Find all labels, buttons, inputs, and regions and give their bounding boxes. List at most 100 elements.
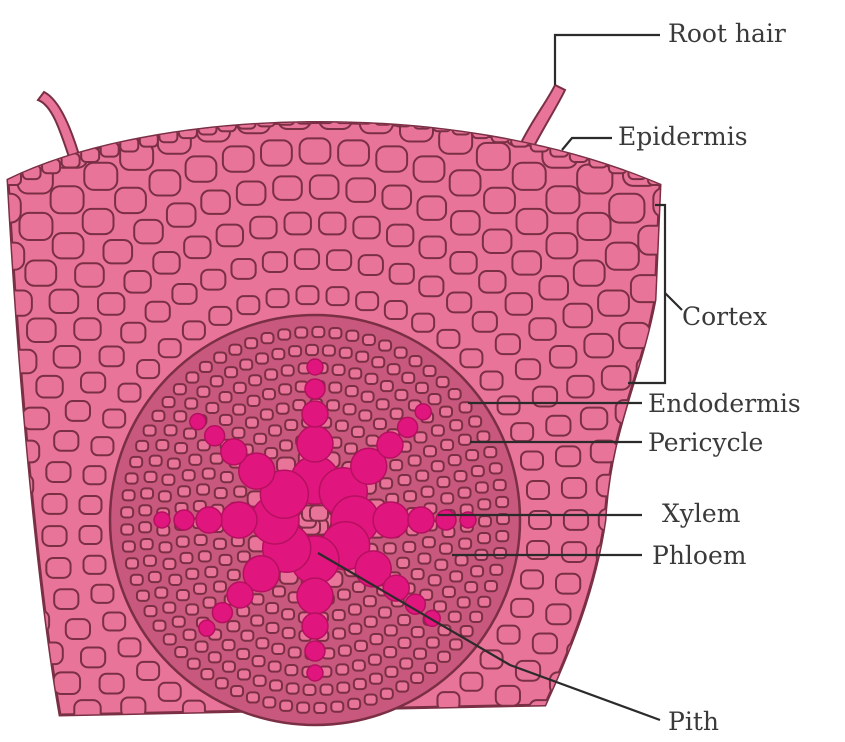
stele-cell	[241, 631, 253, 641]
stele-cell	[184, 630, 196, 640]
cortex-cell	[5, 509, 31, 531]
stele-cell	[178, 486, 190, 496]
stele-cell	[159, 491, 171, 501]
stele-cell	[365, 617, 377, 627]
cortex-cell	[506, 725, 532, 742]
stele-cell	[380, 478, 392, 488]
stele-cell	[490, 565, 502, 575]
stele-cell	[440, 543, 452, 553]
cortex-cell	[664, 261, 699, 290]
cortex-cell	[671, 154, 706, 183]
stele-cell	[359, 410, 371, 420]
stele-cell	[353, 660, 365, 670]
cortex-cell	[201, 270, 225, 290]
cortex-cell	[653, 310, 686, 337]
stele-cell	[261, 409, 273, 419]
cortex-cell	[119, 25, 154, 54]
cortex-cell	[567, 376, 593, 398]
cortex-cell	[327, 287, 349, 305]
cortex-cell	[602, 366, 631, 389]
stele-cell	[414, 649, 426, 659]
cortex-cell	[527, 481, 549, 499]
xylem-vessel	[196, 507, 222, 533]
stele-cell	[327, 400, 339, 410]
cortex-cell	[376, 146, 407, 171]
cortex-cell	[0, 383, 21, 406]
stele-cell	[478, 533, 490, 543]
xylem-vessel	[307, 665, 323, 681]
cortex-cell	[620, 61, 655, 90]
stele-cell	[272, 644, 284, 654]
cortex-cell	[54, 346, 80, 368]
stele-cell	[490, 463, 502, 473]
cortex-cell	[66, 619, 90, 639]
stele-cell	[344, 404, 356, 414]
cortex-cell	[412, 708, 434, 726]
cortex-cell	[330, 0, 365, 22]
stele-cell	[234, 487, 246, 497]
stele-cell	[349, 624, 361, 634]
cortex-cell	[84, 556, 106, 574]
cortex-cell	[54, 589, 78, 609]
stele-cell	[263, 389, 275, 399]
stele-cell	[377, 399, 389, 409]
cortex-cell	[179, 43, 214, 72]
cortex-cell	[42, 494, 66, 514]
cortex-cell	[100, 674, 124, 694]
cortex-cell	[598, 290, 629, 315]
cortex-cell	[146, 302, 170, 322]
cortex-cell	[450, 170, 481, 195]
cortex-cell	[121, 323, 145, 343]
stele-cell	[494, 480, 506, 490]
cortex-cell	[394, 39, 429, 68]
stele-cell	[220, 555, 232, 565]
stele-cell	[287, 683, 299, 693]
stele-cell	[228, 570, 240, 580]
stele-cell	[238, 669, 250, 679]
cortex-cell	[477, 64, 512, 93]
cortex-cell	[150, 170, 181, 195]
xylem-vessel	[415, 404, 431, 420]
stele-cell	[471, 566, 483, 576]
cortex-cell	[296, 286, 318, 304]
cortex-cell	[169, 0, 204, 1]
stele-cell	[246, 418, 258, 428]
cortex-cell	[415, 6, 450, 35]
stele-cell	[416, 383, 428, 393]
stele-cell	[163, 559, 175, 569]
stele-cell	[379, 607, 391, 617]
stele-cell	[398, 615, 410, 625]
stele-cell	[402, 373, 414, 383]
cortex-cell	[0, 323, 11, 348]
stele-cell	[136, 441, 148, 451]
cortex-cell	[425, 84, 460, 113]
stele-cell	[320, 685, 332, 695]
cortex-cell	[13, 578, 39, 600]
stele-cell	[247, 692, 259, 702]
cortex-cell	[511, 599, 533, 617]
cortex-cell	[183, 321, 205, 339]
cortex-cell	[222, 35, 257, 64]
cortex-cell	[103, 410, 125, 428]
stele-cell	[369, 655, 381, 665]
cortex-cell	[419, 236, 445, 258]
cortex-cell	[539, 276, 568, 299]
stele-cell	[395, 348, 407, 358]
stele-cell	[186, 604, 198, 614]
stele-cell	[422, 487, 434, 497]
cortex-cell	[75, 263, 104, 286]
stele-cell	[225, 367, 237, 377]
cortex-cell	[550, 672, 576, 694]
xylem-vessel	[190, 414, 206, 430]
stele-cell	[484, 447, 496, 457]
cortex-cell	[98, 725, 124, 742]
cortex-cell	[53, 233, 84, 258]
xylem-vessel	[398, 417, 418, 437]
cortex-cell	[473, 312, 497, 332]
cortex-cell	[671, 347, 704, 374]
stele-cell	[494, 548, 506, 558]
stele-cell	[183, 470, 195, 480]
cortex-cell	[437, 330, 459, 348]
cortex-cell	[564, 510, 588, 530]
cortex-cell	[352, 32, 387, 61]
